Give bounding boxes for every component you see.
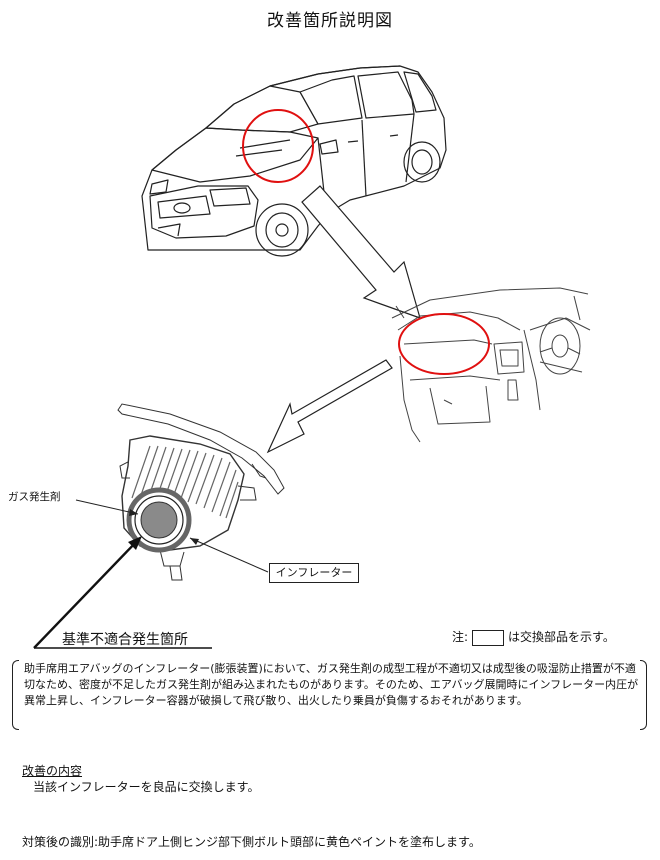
arrow-to-dashboard [301, 185, 421, 319]
inflator-label: インフレーター [269, 563, 359, 583]
highlight-circle-car [242, 109, 314, 183]
bracket-left [12, 660, 19, 730]
gas-generator-label: ガス発生剤 [8, 491, 61, 503]
airbag-module-illustration [117, 403, 285, 581]
arrow-to-airbag [266, 359, 393, 454]
defect-location-label: 基準不適合発生箇所 [62, 632, 188, 648]
leader-gas-generator [75, 499, 139, 515]
note-prefix: 注: [452, 630, 469, 644]
improvement-body: 当該インフレーターを良品に交換します。 [33, 780, 260, 794]
page-title: 改善箇所説明図 [267, 11, 393, 31]
leader-inflator [189, 537, 269, 573]
leader-defect-location [33, 539, 139, 649]
gas-generator-disc [140, 501, 178, 539]
defect-description: 助手席用エアバッグのインフレーター(膨張装置)において、ガス発生剤の成型工程が不… [24, 662, 639, 707]
car-illustration [141, 65, 447, 257]
identification-text: 対策後の識別:助手席ドア上側ヒンジ部下側ボルト頭部に黄色ペイントを塗布します。 [22, 835, 481, 849]
replacement-part-legend-box [472, 629, 505, 646]
improvement-heading: 改善の内容 [22, 764, 83, 778]
legend-note: 注: は交換部品を示す。 [452, 628, 615, 646]
dashboard-illustration [391, 287, 591, 443]
note-suffix: は交換部品を示す。 [508, 630, 615, 644]
highlight-circle-dashboard [398, 313, 490, 375]
